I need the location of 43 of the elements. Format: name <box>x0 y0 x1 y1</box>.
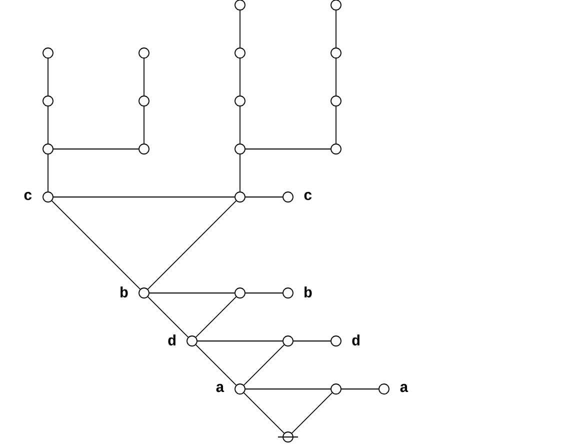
node-circle <box>234 144 246 154</box>
node-circle <box>330 384 342 394</box>
edge-line <box>53 196 235 198</box>
node-circle <box>234 192 246 202</box>
node-circle <box>138 48 150 58</box>
node-circle <box>138 96 150 106</box>
node-circle <box>42 96 54 106</box>
node-label: a <box>216 384 224 392</box>
edge-line <box>245 292 283 294</box>
node-circle <box>138 144 150 154</box>
edge-line <box>51 200 141 290</box>
barred-node-circle <box>278 432 298 442</box>
edge-line <box>245 196 283 198</box>
edge-line <box>245 388 331 390</box>
edge-line <box>195 296 237 338</box>
edge-line <box>197 340 283 342</box>
edge-line <box>147 200 237 290</box>
node-label: c <box>304 192 312 200</box>
edge-line <box>53 148 139 150</box>
node-label: c <box>24 192 32 200</box>
edge-line <box>245 148 331 150</box>
node-circle <box>234 288 246 298</box>
node-circle <box>282 336 294 346</box>
node-circle <box>42 144 54 154</box>
edge-line <box>243 392 285 434</box>
edge-line <box>341 388 379 390</box>
node-circle <box>42 48 54 58</box>
node-circle <box>234 48 246 58</box>
node-label: b <box>304 286 312 298</box>
edge-line <box>293 340 331 342</box>
node-label: a <box>400 384 408 392</box>
node-circle <box>330 48 342 58</box>
edge-line <box>243 344 285 386</box>
edge-line <box>149 292 235 294</box>
node-label: d <box>352 334 360 346</box>
node-circle <box>330 144 342 154</box>
edge-line <box>147 296 189 338</box>
edge-line <box>195 344 237 386</box>
node-label: d <box>168 334 176 346</box>
node-circle <box>234 96 246 106</box>
node-label: b <box>120 286 128 298</box>
edge-line <box>291 392 333 434</box>
node-circle <box>330 96 342 106</box>
